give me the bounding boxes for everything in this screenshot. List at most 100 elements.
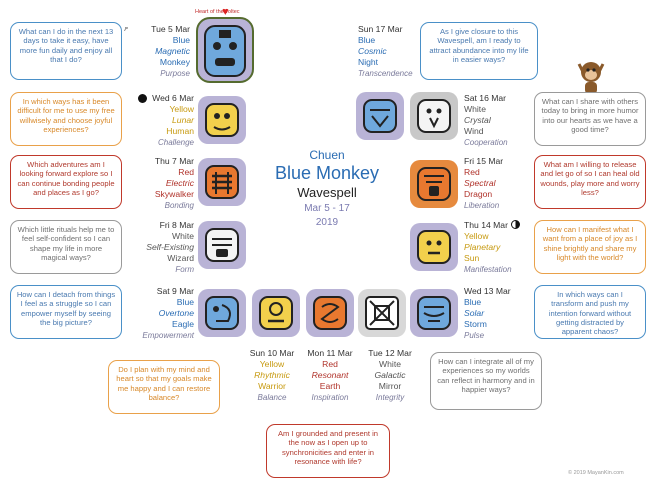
day-color: White — [172, 231, 194, 241]
day-quality: Challenge — [157, 138, 194, 147]
day-quality: Cooperation — [464, 138, 508, 147]
day-label-5: Sat 9 Mar Blue Overtone Eagle Empowermen… — [126, 286, 194, 341]
day-seal: Skywalker — [154, 189, 194, 199]
day-tone: Self-Existing — [146, 242, 194, 252]
day-quality: Transcendence — [358, 69, 413, 78]
day-color: Yellow — [464, 231, 489, 241]
day-tone: Overtone — [158, 308, 194, 318]
question-box-day-12: What can I share with others today to br… — [534, 92, 646, 146]
eagle-glyph-icon — [205, 296, 239, 330]
question-box-day-4: Which little rituals help me to feel sel… — [10, 220, 122, 274]
center-title-main: Blue Monkey — [274, 163, 380, 183]
day-seal: Warrior — [258, 381, 286, 391]
glyph-tile-day-3 — [198, 158, 246, 206]
day-quality: Purpose — [160, 69, 190, 78]
day-tone: Lunar — [172, 115, 194, 125]
center-kin-name: Chuen — [309, 148, 345, 162]
question-box-day-9: In which ways can I transform and push m… — [534, 285, 646, 339]
monkey-glyph-icon — [204, 25, 246, 77]
day-date: Wed 13 Mar — [464, 286, 511, 296]
day-date: Fri 8 Mar — [159, 220, 194, 230]
warrior-glyph-icon — [259, 296, 293, 330]
storm-glyph-icon — [417, 296, 451, 330]
day-color: Yellow — [259, 359, 285, 369]
mirror-glyph-icon — [365, 296, 399, 330]
day-quality: Form — [175, 265, 194, 274]
glyph-tile-day-1 — [196, 17, 254, 83]
day-date: Tue 12 Mar — [368, 348, 412, 358]
day-date: Tue 5 Mar — [151, 24, 190, 34]
day-tone: Electric — [165, 178, 194, 188]
half-moon-icon — [511, 220, 520, 229]
day-seal: Storm — [464, 319, 487, 329]
day-label-11: Fri 15 Mar Red Spectral Dragon Liberatio… — [464, 156, 532, 211]
day-date: Fri 15 Mar — [464, 156, 504, 166]
question-box-day-2: In which ways has it been difficult for … — [10, 92, 122, 146]
day-date: Thu 14 Mar — [464, 220, 508, 230]
heart-icon: ♥ — [222, 6, 229, 18]
day-seal: Sun — [464, 253, 480, 263]
day-seal: Human — [166, 126, 194, 136]
day-tone: Rhythmic — [254, 370, 290, 380]
day-quality: Empowerment — [142, 331, 194, 340]
glyph-tile-day-9 — [410, 289, 458, 337]
center-dates: Mar 5 - 17 — [304, 203, 350, 214]
night-glyph-icon — [363, 99, 397, 133]
day-tone: Spectral — [464, 178, 496, 188]
day-color: Blue — [464, 297, 482, 307]
day-tone: Cosmic — [358, 46, 387, 56]
day-color: White — [379, 359, 401, 369]
day-label-7: Mon 11 Mar Red Resonant Earth Inspiratio… — [298, 348, 362, 403]
day-label-3: Thu 7 Mar Red Electric Skywalker Bonding — [136, 156, 194, 211]
day-color: Red — [178, 167, 194, 177]
day-tone: Galactic — [374, 370, 406, 380]
question-box-day-5: How can I detach from things I feel as a… — [10, 285, 122, 339]
day-quality: Pulse — [464, 331, 485, 340]
day-quality: Balance — [257, 393, 287, 402]
day-date: Sat 9 Mar — [156, 286, 194, 296]
center-title: Chuen Blue Monkey Wavespell Mar 5 - 17 2… — [260, 148, 394, 230]
day-seal: Monkey — [159, 57, 190, 67]
glyph-tile-day-11 — [410, 160, 458, 208]
question-box-day-13: As I give closure to this Wavespell, am … — [420, 22, 538, 80]
question-box-day-10: How can I manifest what I want from a pl… — [534, 220, 646, 274]
day-date: Sun 17 Mar — [358, 24, 403, 34]
question-box-day-8: How can I integrate all of my experience… — [430, 352, 542, 410]
question-box-day-11: What am I willing to release and let go … — [534, 155, 646, 209]
day-label-8: Tue 12 Mar White Galactic Mirror Integri… — [358, 348, 422, 403]
question-box-day-7: Am I grounded and present in the now as … — [266, 424, 390, 478]
question-box-day-3: Which adventures am I looking forward ex… — [10, 155, 122, 209]
human-glyph-icon — [205, 103, 239, 137]
day-seal: Earth — [319, 381, 341, 391]
day-tone: Crystal — [464, 115, 491, 125]
day-tone: Resonant — [311, 370, 349, 380]
glyph-tile-day-13 — [356, 92, 404, 140]
day-quality: Manifestation — [464, 265, 512, 274]
day-label-1: Tue 5 Mar Blue Magnetic Monkey Purpose — [132, 24, 190, 79]
skywalker-glyph-icon — [205, 165, 239, 199]
day-date: Sat 16 Mar — [464, 93, 507, 103]
day-date: Wed 6 Mar — [152, 93, 194, 103]
day-color: White — [464, 104, 486, 114]
question-box-day-6: Do I plan with my mind and heart so that… — [108, 360, 220, 414]
center-year: 2019 — [315, 217, 339, 228]
day-color: Red — [322, 359, 338, 369]
glyph-tile-day-6 — [252, 289, 300, 337]
day-seal: Eagle — [172, 319, 194, 329]
day-seal: Wizard — [167, 253, 194, 263]
day-quality: Bonding — [164, 201, 194, 210]
day-label-9: Wed 13 Mar Blue Solar Storm Pulse — [464, 286, 532, 341]
day-color: Yellow — [169, 104, 194, 114]
day-date: Thu 7 Mar — [154, 156, 194, 166]
day-quality: Liberation — [464, 201, 500, 210]
day-seal: Night — [358, 57, 379, 67]
day-quality: Inspiration — [311, 393, 349, 402]
day-color: Blue — [172, 35, 190, 45]
glyph-tile-day-2 — [198, 96, 246, 144]
glyph-tile-day-4 — [198, 221, 246, 269]
day-date: Mon 11 Mar — [307, 348, 353, 358]
glyph-tile-day-7 — [306, 289, 354, 337]
glyph-tile-day-12 — [410, 92, 458, 140]
day-tone: Planetary — [464, 242, 501, 252]
day-seal: Wind — [464, 126, 484, 136]
